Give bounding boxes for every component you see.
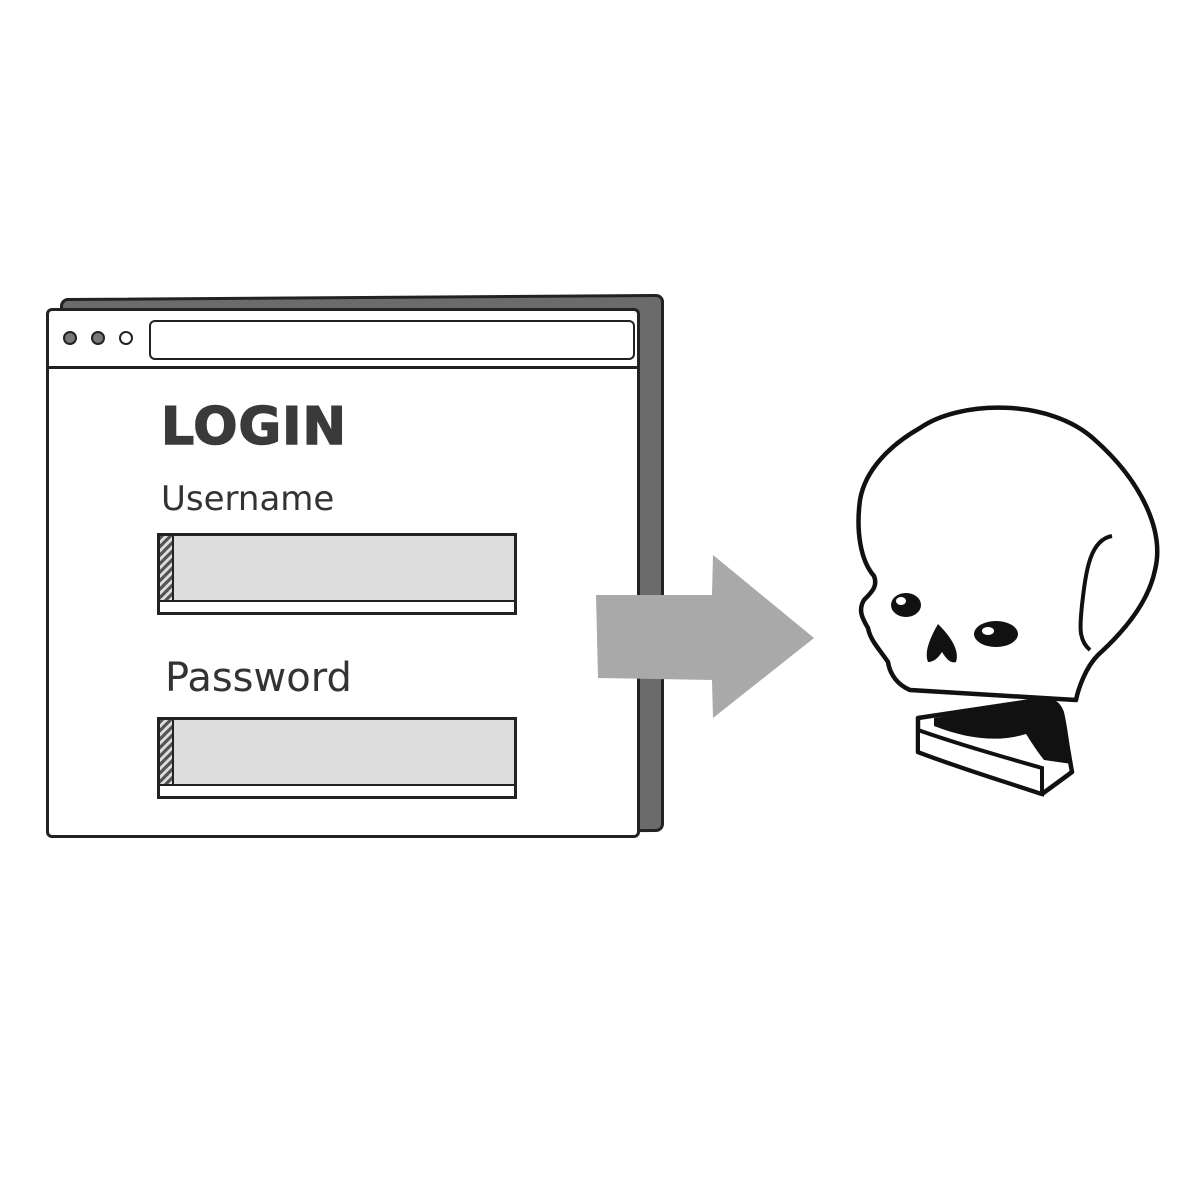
username-label: Username: [161, 479, 335, 519]
skull-icon: [856, 405, 1160, 797]
password-input[interactable]: [157, 717, 517, 799]
login-title: LOGIN: [160, 396, 348, 458]
address-bar[interactable]: [149, 320, 635, 360]
username-input[interactable]: [157, 533, 517, 615]
window-control-dot-icon: [91, 331, 105, 345]
window-control-dot-icon: [63, 331, 77, 345]
window-control-dot-icon: [119, 331, 133, 345]
right-arrow-icon: [596, 555, 814, 718]
browser-window: LOGIN Username Password: [46, 308, 640, 838]
browser-titlebar: [49, 311, 637, 369]
password-label: Password: [165, 655, 352, 701]
